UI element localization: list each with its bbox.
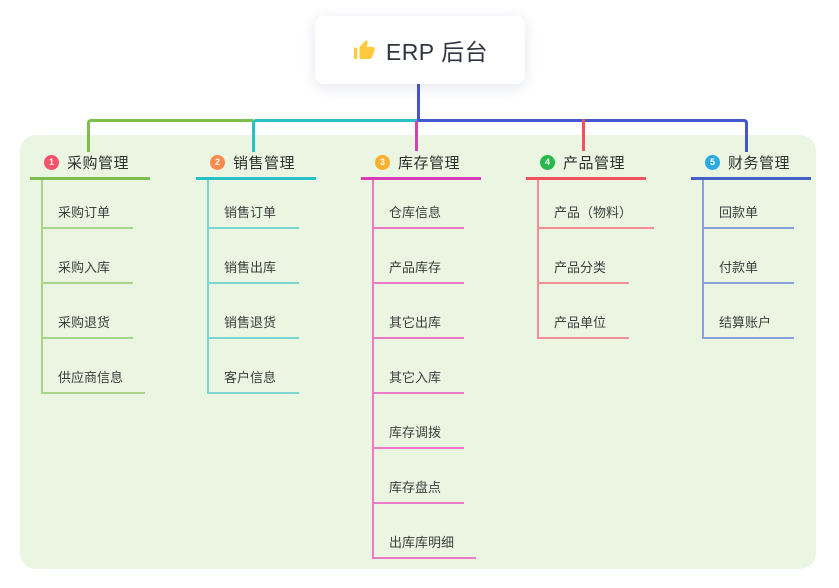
branch-children: 采购订单采购入库采购退货供应商信息 bbox=[30, 180, 180, 394]
thumbs-up-icon bbox=[352, 38, 376, 62]
child-node[interactable]: 采购订单 bbox=[41, 180, 133, 229]
branch-children: 仓库信息产品库存其它出库其它入库库存调拨库存盘点出库库明细 bbox=[361, 180, 511, 559]
branch: 5 财务管理 回款单付款单结算账户 bbox=[691, 148, 839, 339]
child-node[interactable]: 采购退货 bbox=[41, 284, 133, 339]
branch-children: 产品（物料）产品分类产品单位 bbox=[526, 180, 676, 339]
child-node[interactable]: 回款单 bbox=[702, 180, 794, 229]
child-node[interactable]: 产品单位 bbox=[537, 284, 629, 339]
branch: 3 库存管理 仓库信息产品库存其它出库其它入库库存调拨库存盘点出库库明细 bbox=[361, 148, 511, 559]
child-node[interactable]: 库存盘点 bbox=[372, 449, 464, 504]
child-node[interactable]: 产品库存 bbox=[372, 229, 464, 284]
child-node[interactable]: 其它入库 bbox=[372, 339, 464, 394]
child-node[interactable]: 仓库信息 bbox=[372, 180, 464, 229]
branch-trunk-line bbox=[372, 180, 374, 559]
branch-children: 回款单付款单结算账户 bbox=[691, 180, 839, 339]
drop-line-product bbox=[582, 119, 585, 151]
branch-number-badge: 5 bbox=[705, 155, 720, 170]
branch-number-badge: 4 bbox=[540, 155, 555, 170]
child-node[interactable]: 结算账户 bbox=[702, 284, 794, 339]
branch-header[interactable]: 4 产品管理 bbox=[526, 148, 646, 180]
child-node[interactable]: 供应商信息 bbox=[41, 339, 146, 394]
branch-number-badge: 2 bbox=[210, 155, 225, 170]
bus-segment-purchase bbox=[87, 119, 253, 152]
child-node[interactable]: 销售退货 bbox=[207, 284, 299, 339]
child-node[interactable]: 出库库明细 bbox=[372, 504, 477, 559]
branch-title: 产品管理 bbox=[563, 155, 626, 172]
branch-title: 销售管理 bbox=[233, 155, 296, 172]
child-node[interactable]: 销售订单 bbox=[207, 180, 299, 229]
child-node[interactable]: 客户信息 bbox=[207, 339, 299, 394]
child-node[interactable]: 产品分类 bbox=[537, 229, 629, 284]
branch-number-badge: 3 bbox=[375, 155, 390, 170]
branch-header[interactable]: 5 财务管理 bbox=[691, 148, 811, 180]
branch: 2 销售管理 销售订单销售出库销售退货客户信息 bbox=[196, 148, 346, 394]
branch: 4 产品管理 产品（物料）产品分类产品单位 bbox=[526, 148, 676, 339]
child-node[interactable]: 其它出库 bbox=[372, 284, 464, 339]
root-connector-line bbox=[417, 84, 420, 120]
child-node[interactable]: 付款单 bbox=[702, 229, 794, 284]
child-node[interactable]: 库存调拨 bbox=[372, 394, 464, 449]
branch-header[interactable]: 1 采购管理 bbox=[30, 148, 150, 180]
branches-panel bbox=[20, 135, 816, 569]
branch-number-badge: 1 bbox=[44, 155, 59, 170]
root-title: ERP 后台 bbox=[385, 39, 489, 65]
branch-trunk-line bbox=[207, 180, 209, 394]
child-node[interactable]: 采购入库 bbox=[41, 229, 133, 284]
branch-title: 采购管理 bbox=[67, 155, 130, 172]
root-node-erp[interactable]: ERP 后台 bbox=[315, 16, 525, 84]
branch: 1 采购管理 采购订单采购入库采购退货供应商信息 bbox=[30, 148, 180, 394]
branch-header[interactable]: 3 库存管理 bbox=[361, 148, 481, 180]
branch-trunk-line bbox=[537, 180, 539, 339]
branch-title: 财务管理 bbox=[728, 155, 791, 172]
child-node[interactable]: 产品（物料） bbox=[537, 180, 655, 229]
drop-line-inventory bbox=[415, 121, 418, 151]
branch-children: 销售订单销售出库销售退货客户信息 bbox=[196, 180, 346, 394]
branch-title: 库存管理 bbox=[398, 155, 461, 172]
child-node[interactable]: 销售出库 bbox=[207, 229, 299, 284]
branch-trunk-line bbox=[702, 180, 704, 339]
branch-trunk-line bbox=[41, 180, 43, 394]
branch-header[interactable]: 2 销售管理 bbox=[196, 148, 316, 180]
bus-segment-sales bbox=[252, 119, 419, 152]
